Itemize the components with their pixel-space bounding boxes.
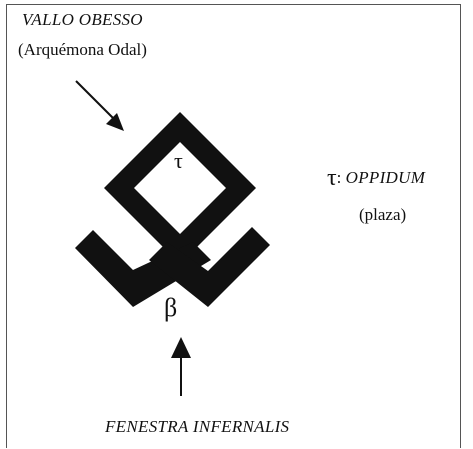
figure-frame	[6, 4, 461, 448]
tau-legend-colon: :	[336, 168, 342, 187]
arrow-up-icon	[171, 337, 191, 396]
tau-center-symbol: τ	[174, 148, 183, 173]
title-sub-label: (Arquémona Odal)	[18, 40, 147, 59]
arrow-down-right-icon	[75, 80, 124, 131]
beta-symbol: β	[164, 293, 178, 322]
plaza-label: (plaza)	[359, 205, 407, 224]
tau-legend-word: OPPIDUM	[345, 168, 426, 187]
fenestra-infernalis-label: FENESTRA INFERNALIS	[105, 417, 290, 436]
title-main-label: VALLO OBESSO	[22, 10, 143, 29]
left-leg	[75, 230, 211, 307]
right-leg	[149, 227, 270, 307]
diamond-ring	[104, 112, 256, 264]
tau-legend: τ: OPPIDUM	[327, 166, 425, 190]
odal-rune-icon	[75, 112, 270, 307]
tau-legend-symbol: τ	[327, 165, 337, 191]
